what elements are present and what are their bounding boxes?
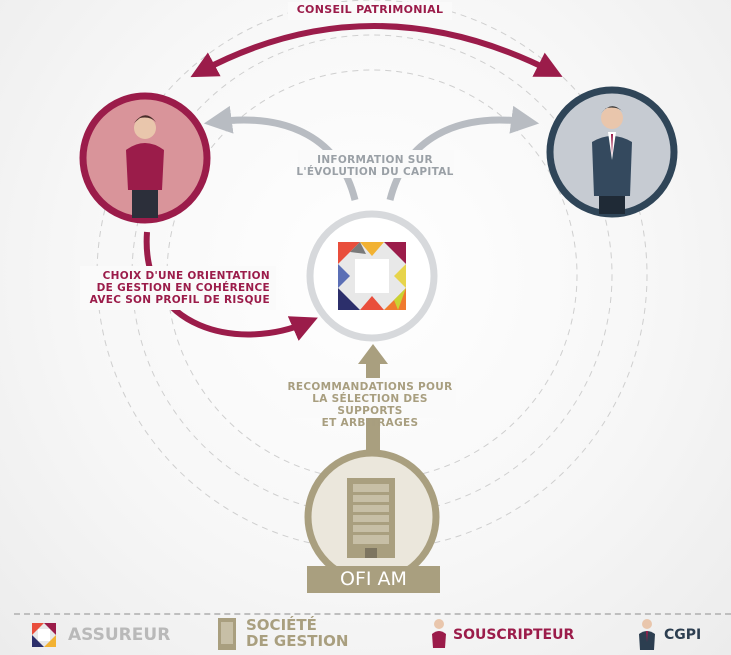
legend-cgpi-icon xyxy=(639,619,655,650)
choix-label: CHOIX D'UNE ORIENTATION DE GESTION EN CO… xyxy=(70,270,270,306)
choix-line-3: AVEC SON PROFIL DE RISQUE xyxy=(89,294,270,306)
information-line-1: INFORMATION SUR xyxy=(317,154,433,166)
conseil-label: CONSEIL PATRIMONIAL xyxy=(296,3,444,16)
choix-arrow xyxy=(143,231,318,341)
reco-line-2: LA SÉLECTION DES SUPPORTS xyxy=(312,393,428,417)
legend-societe-gestion-label: SOCIÉTÉ DE GESTION xyxy=(246,617,348,649)
reco-line-1: RECOMMANDATIONS POUR xyxy=(287,381,453,393)
building-icon xyxy=(347,478,395,558)
choix-label-bg xyxy=(80,266,276,310)
info-arrow-left xyxy=(203,105,359,201)
conseil-label-bg xyxy=(288,2,452,20)
information-line-2: L'ÉVOLUTION DU CAPITAL xyxy=(296,166,454,178)
legend-assureur-icon xyxy=(32,623,56,647)
ofi-am-label: OFI AM xyxy=(307,566,440,593)
cgpi-person-icon xyxy=(592,106,632,214)
info-arrow-right xyxy=(386,105,540,201)
reco-line-3: ET ARBITRAGES xyxy=(321,417,419,429)
legend-sg-line-1: SOCIÉTÉ xyxy=(246,616,317,634)
legend-souscripteur-label: SOUSCRIPTEUR xyxy=(453,627,575,643)
reco-label-bg xyxy=(290,378,456,418)
cgpi-node xyxy=(546,86,678,218)
souscripteur-node xyxy=(79,92,211,224)
information-label: INFORMATION SUR L'ÉVOLUTION DU CAPITAL xyxy=(290,154,460,178)
info-label-bg xyxy=(298,150,454,178)
legend-building-icon xyxy=(218,618,236,650)
legend-cgpi-label: CGPI xyxy=(664,627,702,643)
assureur-node xyxy=(306,210,438,342)
souscripteur-person-icon xyxy=(126,115,164,218)
assureur-logo-icon xyxy=(338,242,406,310)
ofi-node xyxy=(304,449,440,585)
choix-line-1: CHOIX D'UNE ORIENTATION xyxy=(102,270,270,282)
reco-arrow-head xyxy=(358,344,388,364)
recommandations-label: RECOMMANDATIONS POUR LA SÉLECTION DES SU… xyxy=(280,381,460,429)
choix-line-2: DE GESTION EN COHÉRENCE xyxy=(96,282,270,294)
legend-sg-line-2: DE GESTION xyxy=(246,632,349,650)
conseil-arrow xyxy=(190,23,563,78)
legend-assureur-label: ASSUREUR xyxy=(68,625,171,645)
legend-souscripteur-icon xyxy=(432,619,446,648)
legend-divider xyxy=(14,613,731,615)
legend: ASSUREUR SOCIÉTÉ DE GESTION SOUSCRIPTEUR… xyxy=(0,613,731,655)
